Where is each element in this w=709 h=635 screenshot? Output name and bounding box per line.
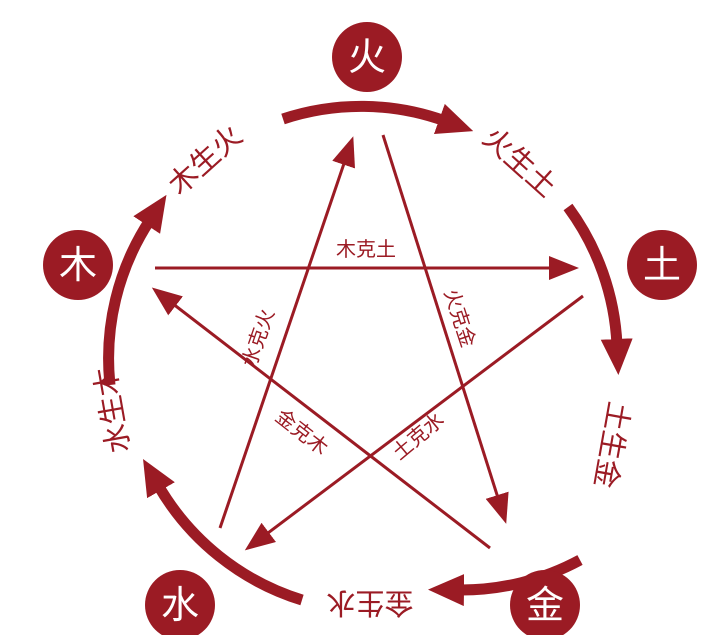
node-earth-label: 土 (643, 243, 681, 287)
node-metal-label: 金 (526, 583, 564, 627)
label-metal-generates-water: 金生水 (326, 586, 413, 620)
line-earth-overcomes-water (244, 294, 584, 551)
arc-water-to-wood (103, 194, 167, 386)
node-metal: 金 (510, 570, 580, 635)
node-water-label: 水 (161, 583, 199, 627)
label-fire-generates-earth: 火生土 (476, 120, 563, 203)
arc-fire-to-earth (563, 203, 633, 375)
node-water: 水 (145, 570, 215, 635)
label-wood-generates-fire: 木生火 (161, 118, 248, 201)
node-wood-label: 木 (59, 243, 97, 287)
node-fire-label: 火 (348, 35, 386, 79)
label-water-generates-wood: 水生木 (88, 364, 137, 456)
label-fire-overcomes-metal: 火克金 (439, 286, 480, 350)
line-water-overcomes-fire (218, 136, 355, 529)
node-wood: 木 (43, 230, 113, 300)
label-earth-generates-metal: 土生金 (588, 399, 637, 491)
label-wood-overcomes-earth: 木克土 (336, 237, 396, 261)
arc-metal-to-water (143, 459, 304, 606)
line-metal-overcomes-wood (151, 287, 491, 550)
arc-wood-to-fire-top (281, 100, 474, 135)
label-water-overcomes-fire: 水克火 (237, 306, 279, 371)
line-fire-overcomes-metal (381, 134, 509, 524)
node-fire: 火 (332, 22, 402, 92)
label-metal-overcomes-wood: 金克木 (271, 404, 333, 460)
node-earth: 土 (627, 230, 697, 300)
